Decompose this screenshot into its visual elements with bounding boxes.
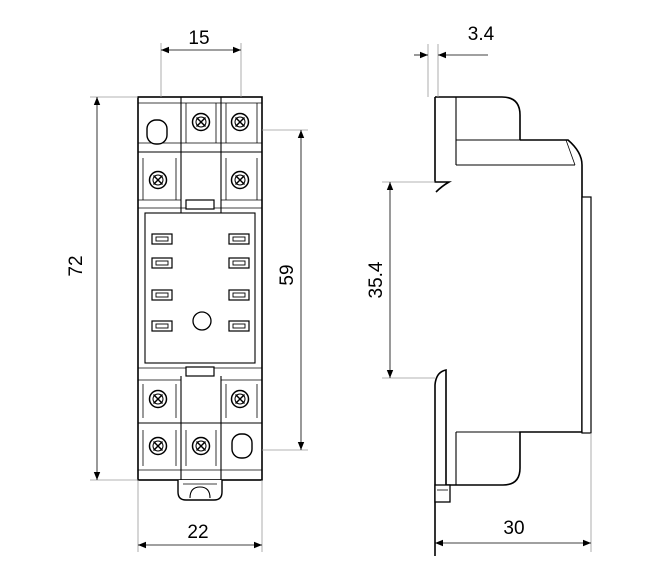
relay-insertion-area	[138, 199, 262, 377]
dim-label-rail-height: 35.4	[366, 261, 387, 298]
dim-label-overall-height: 72	[66, 255, 87, 276]
dimension-rail-height: 35.4	[366, 181, 435, 379]
dim-label-top-pitch: 15	[188, 28, 209, 49]
pin-slot	[228, 289, 250, 301]
dim-label-depth: 30	[503, 518, 524, 539]
pin-slot	[228, 320, 250, 332]
pin-slot	[228, 257, 250, 269]
upper-terminal-block	[138, 97, 262, 213]
empty-terminal-hole	[146, 119, 168, 145]
dim-label-bottom-width: 22	[187, 522, 208, 543]
pin-slot	[151, 233, 173, 245]
pin-slot	[228, 233, 250, 245]
dimension-overall-height: 72	[66, 96, 138, 481]
dim-label-mounting-height: 59	[277, 264, 298, 285]
screw-terminal-icon	[191, 112, 211, 132]
dimension-mounting-height: 59	[262, 129, 308, 451]
bottom-clip	[434, 484, 451, 503]
dimension-rail-clip-offset: 3.4	[414, 24, 495, 97]
retaining-tab	[185, 366, 215, 377]
dimension-depth: 30	[435, 433, 592, 552]
pin-slot	[151, 320, 173, 332]
rail-release-clip	[177, 480, 223, 501]
screw-terminal-icon	[230, 389, 250, 409]
screw-terminal-icon	[148, 436, 168, 456]
screw-terminal-icon	[191, 436, 211, 456]
front-view	[137, 96, 263, 501]
screw-terminal-icon	[230, 170, 250, 190]
screw-terminal-icon	[148, 170, 168, 190]
screw-terminal-icon	[230, 112, 250, 132]
retaining-tab	[185, 199, 215, 210]
upper-rail-hook	[434, 97, 453, 193]
relay-cover-edge	[581, 196, 592, 434]
dimension-bottom-width: 22	[137, 480, 263, 552]
center-key-hole	[192, 311, 212, 331]
dim-label-rail-clip-offset: 3.4	[468, 24, 495, 45]
screw-terminal-icon	[148, 389, 168, 409]
pin-slot	[151, 289, 173, 301]
empty-terminal-hole	[231, 433, 253, 459]
lower-terminal-block	[138, 376, 262, 480]
dimension-top-pitch: 15	[160, 28, 242, 97]
side-view	[434, 96, 592, 556]
pin-slot	[151, 257, 173, 269]
